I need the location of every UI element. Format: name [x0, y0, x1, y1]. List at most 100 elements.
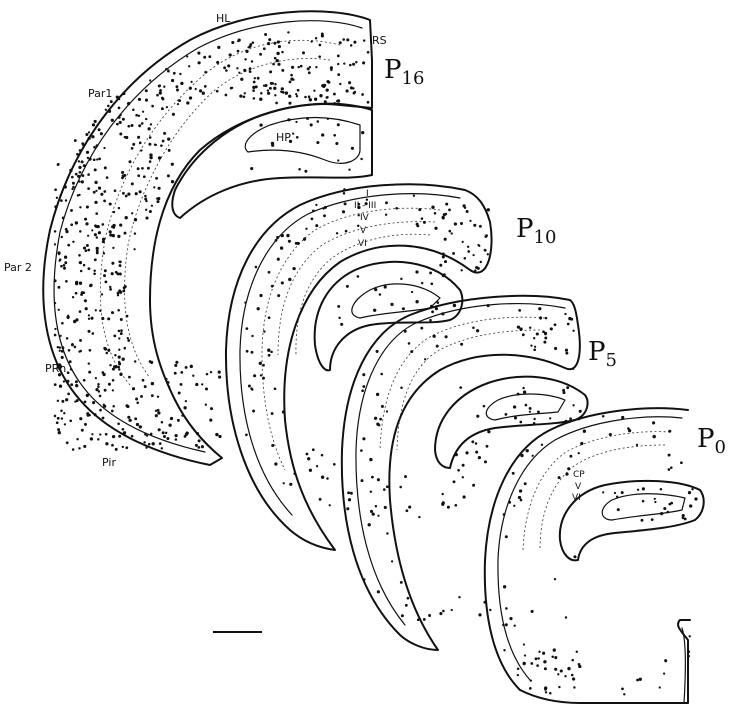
cell-dot — [533, 337, 536, 340]
cell-dot — [441, 255, 445, 259]
cell-dot — [83, 299, 87, 303]
cell-dot — [63, 423, 67, 426]
cell-dot — [165, 105, 169, 109]
cell-dot — [57, 431, 61, 435]
cell-dot — [309, 123, 313, 127]
cell-dot — [318, 55, 321, 58]
cell-dot — [518, 489, 523, 493]
cell-dot — [66, 371, 70, 375]
cell-dot — [239, 94, 243, 98]
cell-dot — [567, 666, 571, 671]
cell-dot — [363, 578, 366, 581]
cell-dot — [460, 269, 463, 272]
age-letter: P — [384, 55, 402, 85]
layer-label-v: V — [360, 226, 367, 236]
cell-dot — [362, 39, 366, 42]
cell-dot — [650, 518, 654, 521]
cell-dot — [662, 672, 666, 675]
cell-dot — [109, 100, 113, 104]
cell-dot — [117, 308, 120, 312]
cell-dot — [70, 343, 74, 347]
cell-dot — [104, 108, 108, 111]
cell-dot — [243, 92, 246, 95]
cell-dot — [63, 185, 67, 189]
p16-outer-outline — [42, 10, 373, 466]
cell-dot — [125, 135, 129, 140]
cell-dot — [326, 80, 330, 84]
cell-dot — [194, 443, 198, 447]
cell-dot — [259, 374, 263, 377]
cell-dot — [149, 79, 152, 82]
cell-dot — [119, 113, 122, 117]
cell-dot — [79, 338, 82, 342]
cell-dot — [158, 91, 162, 95]
cell-dot — [154, 409, 158, 412]
cell-dot — [336, 99, 340, 103]
cell-dot — [105, 351, 109, 355]
cell-dot — [267, 348, 271, 352]
age-number: 16 — [402, 68, 425, 89]
cell-dot — [292, 266, 296, 271]
cell-dot — [292, 78, 295, 81]
cell-dot — [284, 91, 289, 95]
cell-dot — [114, 447, 118, 451]
cell-dot — [554, 346, 558, 351]
cell-dot — [321, 84, 325, 88]
cell-dot — [635, 443, 639, 447]
cell-dot — [473, 223, 477, 227]
cell-dot — [162, 434, 167, 439]
cell-dot — [415, 270, 419, 274]
cell-dot — [544, 691, 548, 694]
cell-dot — [67, 349, 71, 352]
cell-dot — [443, 260, 448, 264]
cell-dot — [60, 417, 64, 420]
cell-dot — [273, 387, 277, 391]
label-hl: HL — [216, 12, 231, 25]
cell-dot — [217, 370, 221, 374]
cell-dot — [155, 176, 159, 180]
cell-dot — [243, 68, 247, 73]
cell-dot — [85, 132, 89, 137]
cell-dot — [199, 89, 203, 93]
cell-dot — [208, 55, 212, 59]
cell-dot — [337, 73, 341, 76]
cell-dot — [63, 255, 68, 259]
cell-dot — [82, 143, 86, 147]
cell-dot — [321, 133, 325, 137]
cell-dot — [533, 417, 536, 421]
cell-dot — [272, 62, 275, 66]
cell-dot — [566, 386, 570, 390]
cell-dot — [330, 68, 333, 72]
cell-dot — [186, 55, 189, 58]
section-p10: I II - III IV V VI P10 — [224, 183, 556, 551]
cell-dot — [121, 117, 125, 121]
layer-label-ii-iii: II - III — [354, 201, 376, 211]
cell-dot — [254, 85, 258, 89]
cell-dot — [53, 301, 57, 305]
cell-dot — [130, 182, 134, 186]
cell-dot — [502, 585, 507, 589]
age-letter: P — [516, 214, 534, 244]
cell-dot — [373, 308, 377, 312]
cell-dot — [73, 345, 77, 349]
cell-dot — [292, 132, 295, 135]
cell-dot — [288, 139, 293, 144]
cell-dot — [371, 512, 375, 516]
cell-dot — [125, 404, 129, 408]
cell-dot — [197, 61, 201, 65]
cell-dot — [461, 463, 465, 467]
cell-dot — [62, 263, 66, 267]
cell-dot — [251, 388, 254, 391]
cell-dot — [87, 131, 91, 134]
cell-dot — [100, 293, 104, 296]
cell-dot — [181, 414, 184, 417]
cell-dot — [121, 357, 125, 361]
cell-dot — [94, 180, 98, 185]
cell-dot — [263, 330, 266, 333]
cell-dot — [344, 229, 348, 233]
cell-dot — [288, 101, 292, 105]
cell-dot — [103, 146, 106, 150]
cell-dot — [534, 657, 538, 661]
cell-dot — [533, 345, 537, 348]
cell-dot — [174, 434, 178, 438]
